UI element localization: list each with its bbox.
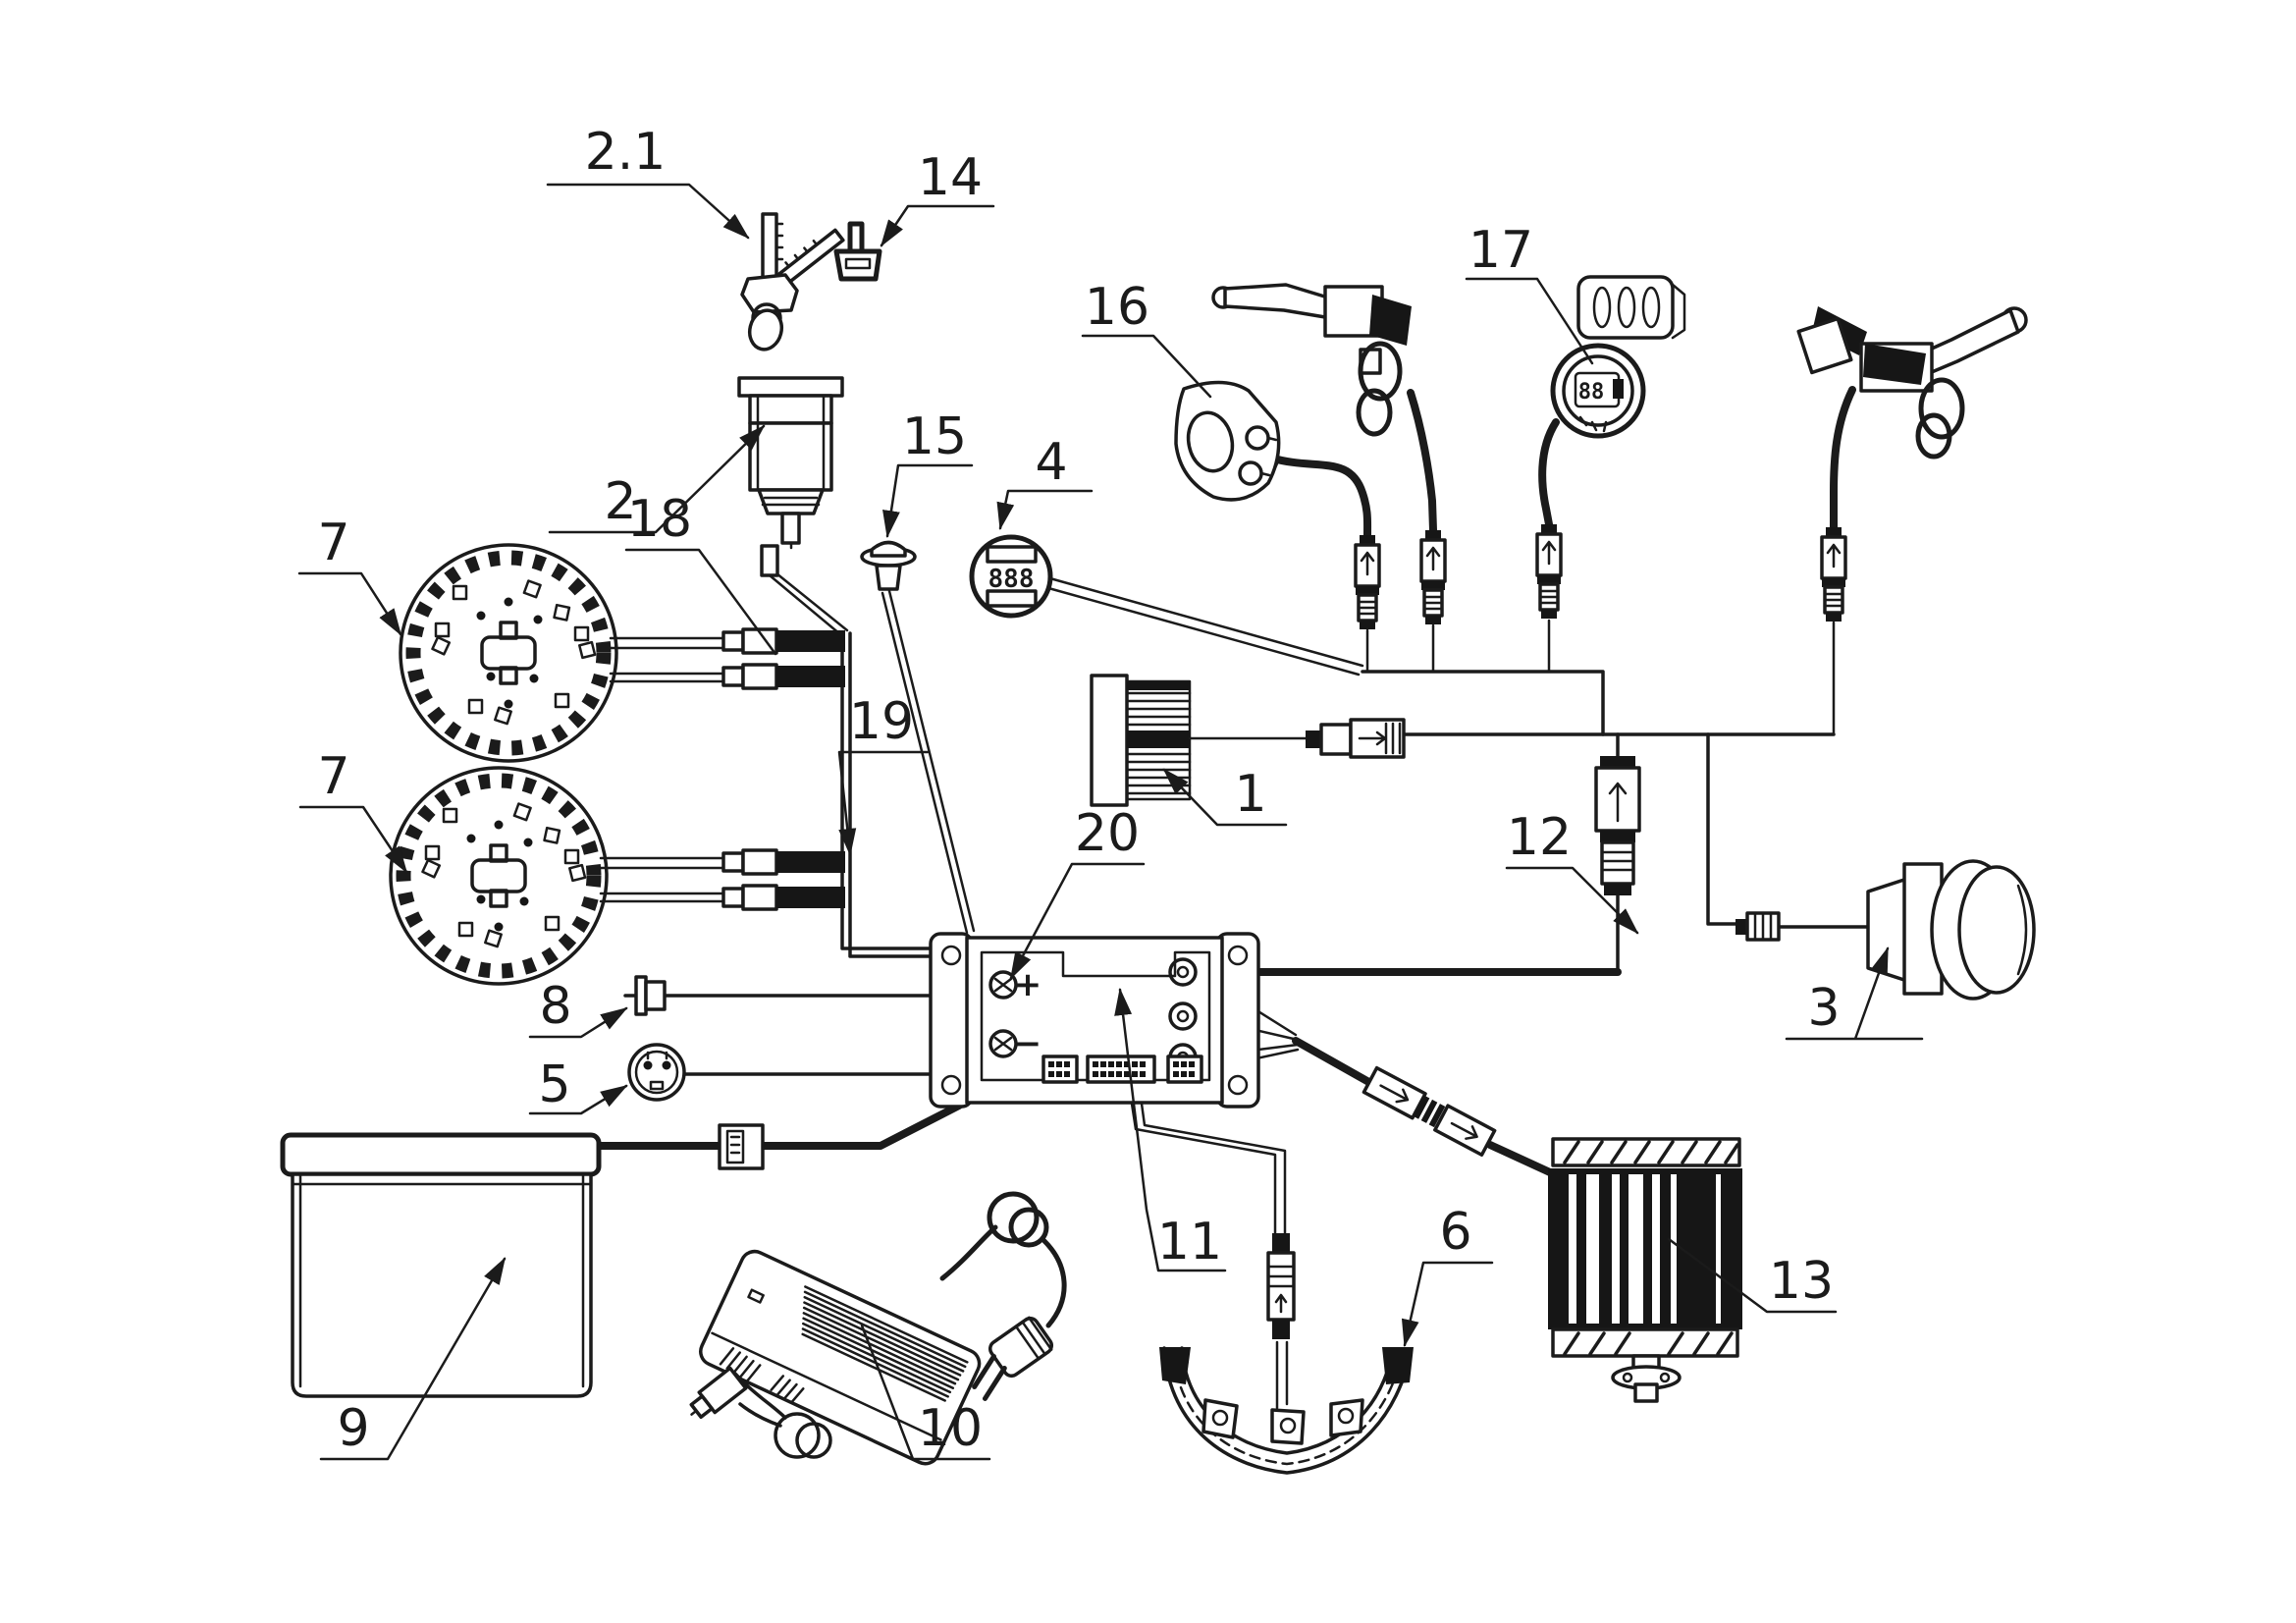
part-label-10: 10 xyxy=(860,1324,991,1461)
key-tag-drawing xyxy=(833,221,882,282)
svg-text:17: 17 xyxy=(1468,221,1533,280)
throttle-digits: 88 xyxy=(1578,380,1605,405)
part-label-2: 2 xyxy=(548,424,766,534)
cable-connector-16 xyxy=(1354,533,1381,631)
part-label-15: 15 xyxy=(882,407,974,538)
part-label-6: 6 xyxy=(1401,1203,1494,1347)
cable-connector-brake-left xyxy=(1419,528,1447,626)
svg-text:20: 20 xyxy=(1075,804,1140,863)
svg-text:3: 3 xyxy=(1807,979,1840,1038)
svg-text:1: 1 xyxy=(1234,765,1266,824)
motor-cable-connector xyxy=(1362,1065,1497,1157)
charge-socket-drawing xyxy=(627,1043,686,1102)
part-label-17: 17 xyxy=(1465,221,1594,365)
headlight-drawing xyxy=(1866,859,2036,1001)
part-label-8: 8 xyxy=(528,977,628,1039)
svg-text:4: 4 xyxy=(1035,433,1067,492)
svg-text:12: 12 xyxy=(1507,808,1572,867)
svg-text:16: 16 xyxy=(1085,278,1149,337)
main-connector-12 xyxy=(1594,756,1641,895)
part-label-11: 11 xyxy=(1114,988,1227,1272)
wiring-harness xyxy=(591,386,1870,1410)
cable-connector-throttle xyxy=(1535,522,1563,621)
wheel-connector-18a xyxy=(721,627,847,655)
minus-terminal-sign: − xyxy=(1014,1024,1042,1063)
part-label-7-upper: 7 xyxy=(297,514,402,636)
part-label-4: 4 xyxy=(996,433,1094,530)
svg-text:2: 2 xyxy=(604,472,636,531)
charge-port-plug-drawing xyxy=(623,975,667,1016)
motor-drawing xyxy=(1548,1137,1742,1403)
part-label-14: 14 xyxy=(880,148,995,247)
part-label-13: 13 xyxy=(1667,1237,1838,1314)
controller-drawing: + − xyxy=(929,932,1260,1109)
wheel-connector-18c xyxy=(721,848,847,876)
handlebar-switch-drawing xyxy=(1174,380,1281,502)
svg-text:11: 11 xyxy=(1157,1213,1222,1271)
part-label-1: 1 xyxy=(1162,765,1288,827)
power-button-drawing xyxy=(860,540,917,591)
keys-drawing xyxy=(740,212,845,352)
part-label-3: 3 xyxy=(1785,948,1924,1041)
led-wheel-disc-upper xyxy=(400,545,616,761)
wire-tag xyxy=(718,1123,765,1170)
svg-text:5: 5 xyxy=(538,1055,570,1114)
plus-terminal-sign: + xyxy=(1014,965,1042,1004)
part-label-5: 5 xyxy=(528,1055,628,1115)
svg-text:9: 9 xyxy=(337,1399,369,1458)
part-label-12: 12 xyxy=(1505,808,1639,935)
svg-text:10: 10 xyxy=(918,1399,983,1458)
svg-text:6: 6 xyxy=(1439,1203,1471,1262)
led-wheel-disc-lower xyxy=(391,768,607,984)
svg-text:8: 8 xyxy=(539,977,571,1036)
svg-text:7: 7 xyxy=(317,514,349,572)
tail-wire-connector xyxy=(1266,1233,1296,1339)
brake-lever-left-drawing xyxy=(1211,283,1412,437)
part-label-2-1: 2.1 xyxy=(546,123,750,240)
part-label-20: 20 xyxy=(1009,804,1146,980)
svg-text:13: 13 xyxy=(1769,1252,1834,1311)
cable-connector-brake-right xyxy=(1820,525,1847,623)
wheel-connector-18d xyxy=(721,884,847,911)
svg-text:14: 14 xyxy=(918,148,983,207)
fender-drawing xyxy=(1159,1346,1414,1475)
svg-text:7: 7 xyxy=(317,747,349,806)
gauge-digits: 888 xyxy=(988,565,1035,594)
svg-text:18: 18 xyxy=(627,490,692,549)
part-labels: 2.1 14 2 15 4 16 17 7 xyxy=(297,123,1924,1461)
battery-gauge-drawing: 888 xyxy=(969,534,1053,619)
charger-drawing xyxy=(689,1191,1067,1466)
svg-text:19: 19 xyxy=(849,692,914,751)
wheel-connector-18b xyxy=(721,663,847,690)
battery-box-drawing xyxy=(280,1132,602,1398)
svg-text:15: 15 xyxy=(902,407,967,466)
part-label-9: 9 xyxy=(319,1257,507,1461)
part-label-18: 18 xyxy=(624,490,777,656)
finned-module-drawing xyxy=(1090,674,1406,807)
throttle-drawing: 88 xyxy=(1550,275,1686,439)
part-label-16: 16 xyxy=(1081,278,1212,399)
headlight-connector xyxy=(1735,911,1781,942)
brake-lever-right-drawing xyxy=(1796,306,2028,460)
part-label-19: 19 xyxy=(837,692,930,856)
part-label-7-lower: 7 xyxy=(298,747,408,874)
svg-text:2.1: 2.1 xyxy=(585,123,667,182)
